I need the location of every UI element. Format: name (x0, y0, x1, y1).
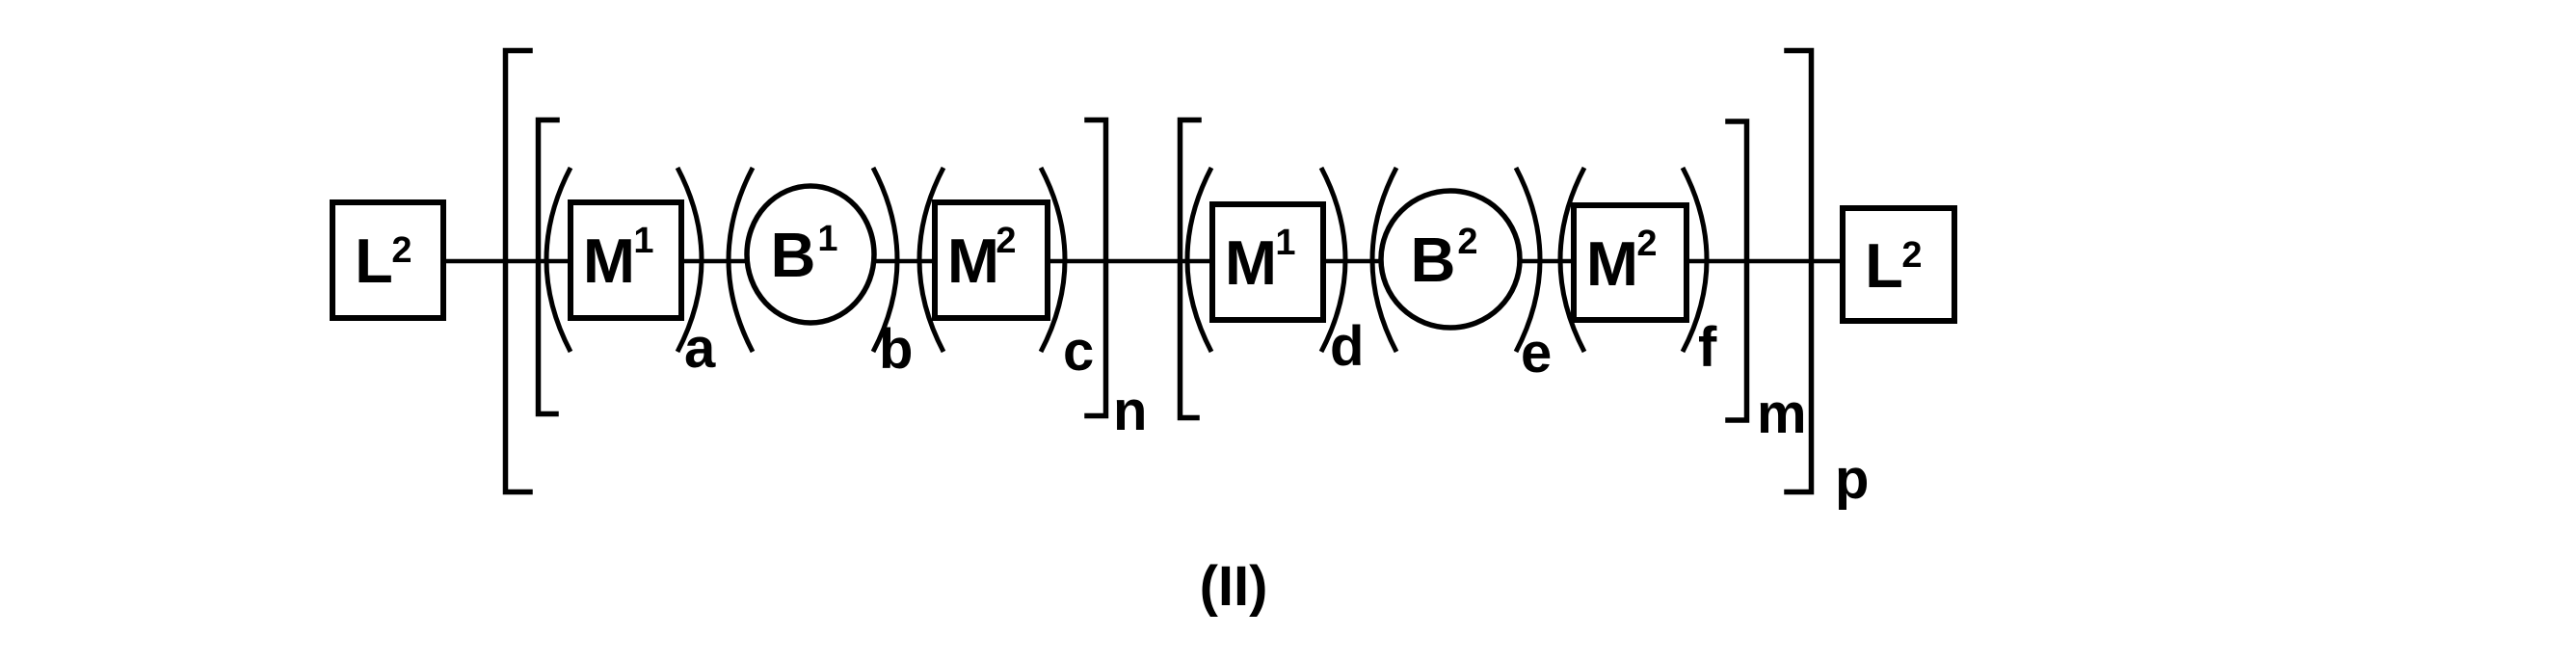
unit-m1d-box (1209, 201, 1326, 323)
unit-m2c-label: M (947, 225, 999, 296)
paren-open-6 (1557, 166, 1587, 354)
paren-close-6 (1680, 166, 1710, 354)
subscript-a: a (684, 317, 716, 380)
subscript-f: f (1698, 316, 1717, 379)
subscript-n: n (1113, 380, 1147, 442)
outer-bracket-close (1784, 47, 1815, 495)
unit-b2-label: B (1411, 225, 1456, 295)
paren-close-5 (1513, 166, 1543, 354)
inner-bracket-open-1 (535, 117, 560, 417)
unit-b1-circle (744, 183, 877, 326)
subscript-e: e (1521, 322, 1552, 385)
end-group-right-box (1840, 205, 1957, 324)
unit-m2f-superscript: 2 (1636, 224, 1657, 264)
end-group-left-box (330, 199, 446, 321)
unit-m2f-box (1571, 202, 1689, 323)
unit-m1a-superscript: 1 (633, 221, 653, 261)
paren-close-1 (675, 166, 704, 354)
unit-b2-circle (1378, 188, 1523, 331)
end-group-right-superscript: 2 (1901, 235, 1922, 276)
paren-open-4 (1184, 166, 1214, 354)
paren-close-3 (1038, 166, 1068, 354)
outer-bracket-open (502, 47, 533, 495)
unit-b1-superscript: 1 (817, 219, 837, 259)
unit-m2c-box (932, 199, 1050, 321)
subscript-b: b (879, 318, 913, 381)
end-group-left-label: L (355, 225, 393, 296)
paren-open-1 (544, 166, 573, 354)
unit-m1a-label: M (583, 225, 635, 296)
unit-m2c-superscript: 2 (996, 221, 1016, 261)
subscript-d: d (1330, 315, 1364, 378)
unit-m2f-label: M (1586, 228, 1638, 299)
end-group-right-label: L (1865, 230, 1903, 301)
subscript-c: c (1063, 320, 1094, 383)
paren-close-2 (870, 166, 900, 354)
inner-bracket-close-2 (1725, 119, 1750, 423)
unit-m1a-box (568, 199, 684, 321)
subscript-p: p (1835, 448, 1869, 511)
paren-open-5 (1369, 166, 1399, 354)
inner-bracket-close-1 (1084, 117, 1109, 419)
inner-bracket-open-2 (1177, 117, 1202, 421)
paren-close-4 (1318, 166, 1348, 354)
unit-b2-superscript: 2 (1457, 222, 1477, 262)
unit-m1d-superscript: 1 (1275, 223, 1295, 263)
subscript-m: m (1757, 383, 1807, 445)
formula-number-label: (II) (1200, 555, 1268, 618)
paren-open-2 (726, 166, 756, 354)
unit-b1-label: B (771, 220, 816, 290)
unit-m1d-label: M (1225, 227, 1277, 298)
paren-open-3 (916, 166, 946, 354)
end-group-left-superscript: 2 (391, 230, 412, 271)
